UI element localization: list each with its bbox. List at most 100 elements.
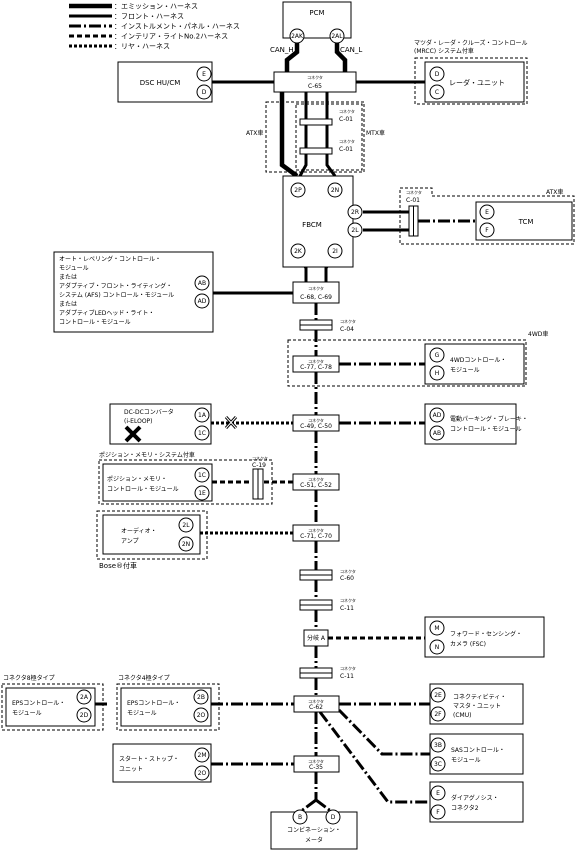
connector-c35: コネクタ C-35 (293, 755, 340, 773)
svg-text:C-35: C-35 (309, 764, 323, 771)
svg-text:DC-DCコンバータ: DC-DCコンバータ (124, 408, 174, 416)
svg-text:C-77, C-78: C-77, C-78 (300, 364, 332, 371)
svg-text:モジュール: モジュール (59, 265, 89, 272)
svg-text:TCM: TCM (518, 218, 534, 226)
svg-text:コネクタ: コネクタ (308, 527, 324, 533)
svg-text:4WDコントロール・: 4WDコントロール・ (450, 357, 506, 364)
4wd-group: 4WD車 コネクタ C-77, C-78 4WDコントロール・ モジュール G … (287, 330, 548, 387)
svg-text:電動パーキング・ブレーキ・: 電動パーキング・ブレーキ・ (450, 415, 528, 423)
svg-text:EPSコントロール・: EPSコントロール・ (12, 700, 65, 707)
svg-text:3C: 3C (434, 761, 442, 768)
pcm-pin-2al (329, 28, 345, 44)
fsc-camera: フォワード・センシング・ カメラ (FSC) M N (424, 616, 545, 658)
svg-text:2L: 2L (182, 522, 190, 529)
pcm-pin-2ak (289, 28, 305, 44)
radar-title-line1: マツダ・レーダ・クルーズ・コントロール (414, 39, 528, 47)
svg-text:C-01: C-01 (339, 146, 353, 153)
svg-text:コネクタ: コネクタ (308, 285, 324, 291)
svg-text:メータ: メータ (305, 836, 323, 844)
connector-c11-lower: コネクタ C-11 (299, 665, 356, 680)
svg-text:D: D (202, 89, 207, 96)
svg-text:または: または (59, 274, 77, 281)
svg-text:または: または (59, 301, 77, 308)
break-mark-icon (224, 415, 238, 430)
svg-text:ポジション・メモリ・システム付車: ポジション・メモリ・システム付車 (99, 451, 195, 459)
svg-text:1C: 1C (198, 430, 206, 437)
fbcm-module: FBCM 2P 2N 2R 2L 2K 2I (282, 175, 363, 268)
pcm-pin-2al-label: 2AL (331, 33, 343, 40)
can-h-label: CAN_H (270, 46, 294, 54)
svg-text:オート・レベリング・コントロール・: オート・レベリング・コントロール・ (59, 255, 161, 263)
connector-c62: コネクタ C-62 (293, 695, 340, 713)
svg-text:G: G (435, 352, 440, 359)
pcm-label: PCM (309, 9, 324, 17)
svg-text:ユニット: ユニット (119, 766, 143, 773)
svg-text:コネクタ: コネクタ (308, 698, 324, 704)
connector-c60: コネクタ C-60 (299, 568, 356, 582)
svg-text:SASコントロール・: SASコントロール・ (451, 747, 505, 754)
svg-text:コンビネーション・: コンビネーション・ (287, 826, 341, 834)
svg-text:アンプ: アンプ (121, 538, 139, 545)
svg-text:2D: 2D (80, 712, 89, 719)
position-memory-group: ポジション・メモリ・システム付車 ポジション・メモリ・ コントロール・モジュール… (98, 451, 273, 505)
svg-text:2E: 2E (434, 692, 442, 699)
connector-c01-group: ATX車 MTX車 コネクタ C-01 コネクタ C-01 (246, 101, 385, 173)
diagnosis-connector: ダイアグノシス・ コネクタ2 E F (429, 781, 524, 823)
svg-text:コントロール・モジュール: コントロール・モジュール (59, 319, 131, 326)
combination-meter: コンビネーション・ メータ B D (270, 809, 358, 850)
connector-c68: コネクタ C-68, C-69 (292, 281, 340, 304)
svg-text:コネクタ: コネクタ (339, 108, 355, 114)
svg-text:コネクタ8極タイプ: コネクタ8極タイプ (3, 674, 55, 682)
svg-text:H: H (435, 370, 440, 377)
svg-text:C-04: C-04 (340, 326, 354, 333)
svg-text:分岐 A: 分岐 A (307, 634, 326, 642)
legend-interior: ：インテリア・ライトNo.2ハーネス (114, 33, 228, 41)
svg-text:C-71, C-70: C-71, C-70 (300, 533, 332, 540)
svg-text:E: E (436, 790, 440, 797)
eps-8pole-group: コネクタ8極タイプ EPSコントロール・ モジュール 2A 2D (1, 674, 104, 731)
wires (95, 38, 476, 814)
svg-text:C-01: C-01 (406, 197, 420, 204)
svg-text:モジュール: モジュール (12, 710, 42, 717)
svg-text:E: E (485, 209, 489, 216)
svg-text:コネクタ: コネクタ (339, 138, 355, 144)
svg-text:2O: 2O (197, 712, 206, 719)
svg-text:C: C (435, 89, 439, 96)
svg-text:コネクタ2: コネクタ2 (451, 804, 479, 812)
svg-text:アダプティブLEDヘッド・ライト・: アダプティブLEDヘッド・ライト・ (59, 309, 154, 317)
svg-text:コネクタ: コネクタ (340, 318, 356, 324)
svg-text:1C: 1C (198, 472, 206, 479)
legend: ：エミッション・ハーネス ：フロント・ハーネス ：インストルメント・パネル・ハー… (69, 3, 240, 51)
svg-text:E: E (202, 71, 206, 78)
start-stop-unit: スタート・ストップ・ ユニット 2M 2O (112, 743, 212, 783)
svg-text:2R: 2R (351, 209, 359, 216)
svg-text:FBCM: FBCM (302, 221, 322, 229)
svg-text:ATX車: ATX車 (246, 129, 263, 137)
pcm-pin-2ak-label: 2AK (291, 33, 304, 40)
svg-text:N: N (435, 644, 440, 651)
svg-text:コネクタ: コネクタ (252, 455, 268, 461)
svg-text:コネクタ: コネクタ (340, 597, 356, 603)
svg-text:フォワード・センシング・: フォワード・センシング・ (450, 630, 522, 638)
dcdc-converter: DC-DCコンバータ (i-ELOOP) 1A 1C (109, 403, 212, 445)
legend-instrument: ：インストルメント・パネル・ハーネス (114, 23, 240, 31)
svg-text:AD: AD (198, 298, 207, 305)
svg-text:D: D (435, 71, 440, 78)
svg-text:コネクタ: コネクタ (307, 74, 323, 80)
svg-text:コネクタ: コネクタ (308, 758, 324, 764)
tcm-group: ATX車 コネクタ C-01 TCM E F (399, 187, 575, 245)
svg-text:モジュール: モジュール (450, 367, 480, 374)
connector-c71: コネクタ C-71, C-70 (292, 524, 340, 542)
cmu-module: コネクティビティ・ マスタ・ユニット (CMU) 2E 2F (429, 683, 524, 725)
svg-text:MTX車: MTX車 (366, 129, 385, 137)
svg-text:C-62: C-62 (309, 704, 323, 711)
svg-text:アダプティブ・フロント・ライティング・: アダプティブ・フロント・ライティング・ (59, 282, 172, 290)
svg-text:C-51, C-52: C-51, C-52 (300, 482, 332, 489)
svg-text:コネクタ: コネクタ (308, 476, 324, 482)
can-l-label: CAN_L (340, 46, 362, 54)
dsc-module: DSC HU/CM E D (117, 61, 213, 103)
svg-text:2K: 2K (294, 248, 303, 255)
svg-text:スタート・ストップ・: スタート・ストップ・ (119, 755, 179, 763)
svg-text:ポジション・メモリ・: ポジション・メモリ・ (107, 475, 167, 483)
